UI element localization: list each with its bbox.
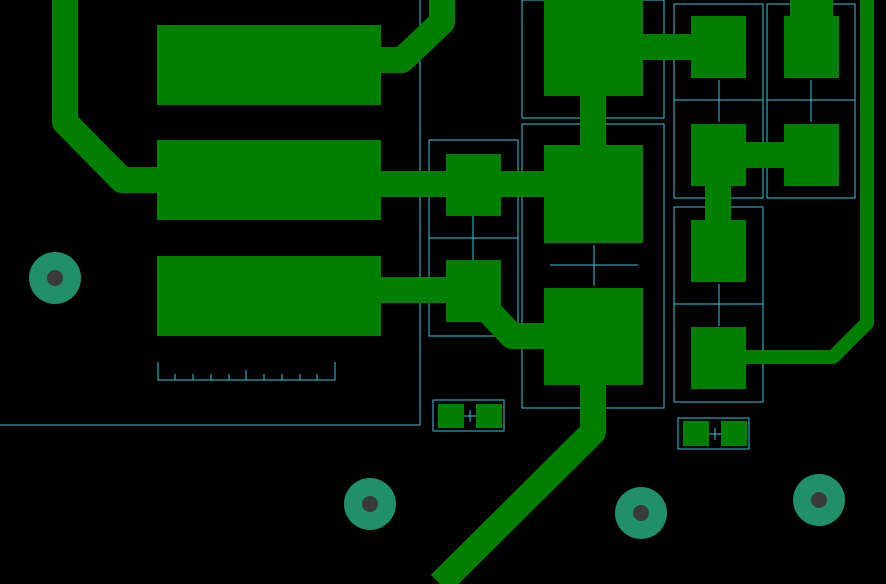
- trace-right-edge[interactable]: [730, 0, 874, 364]
- small-2-pad-1[interactable]: [683, 421, 709, 446]
- connector-pad-2[interactable]: [157, 140, 381, 220]
- connector-pad-1[interactable]: [157, 25, 381, 105]
- small-2-pad-2[interactable]: [721, 421, 747, 446]
- via-icon[interactable]: [29, 252, 81, 304]
- trace-top-pad[interactable]: [370, 0, 455, 73]
- c3-pad-2[interactable]: [691, 327, 746, 389]
- component-outline-small-2[interactable]: [677, 417, 750, 450]
- board-edge: [0, 0, 421, 426]
- c2-pad-2[interactable]: [784, 124, 839, 186]
- u1-pad-1[interactable]: [544, 145, 643, 243]
- r1-pad-1[interactable]: [446, 154, 501, 216]
- c1-pad-2[interactable]: [691, 124, 746, 186]
- small-1-pad-2[interactable]: [476, 404, 502, 428]
- c2-pad-1[interactable]: [784, 16, 839, 78]
- u1-pad-2[interactable]: [544, 288, 643, 385]
- small-1-pad-1[interactable]: [438, 404, 464, 428]
- copper-traces[interactable]: [52, 0, 874, 584]
- connector-ruler-ticks: [174, 370, 318, 380]
- c3-pad-1[interactable]: [691, 220, 746, 282]
- copper-pads[interactable]: [157, 0, 839, 446]
- connector-pad-3[interactable]: [157, 256, 381, 336]
- trace-diagonal-down[interactable]: [430, 360, 606, 584]
- vias[interactable]: [29, 252, 845, 539]
- trace-left-loop[interactable]: [52, 0, 175, 193]
- u1-pad-top[interactable]: [544, 0, 643, 96]
- c2-pad-top[interactable]: [790, 0, 833, 20]
- c1-pad-1[interactable]: [691, 16, 746, 78]
- via-icon[interactable]: [793, 474, 845, 526]
- component-outline-small-1[interactable]: [432, 399, 505, 432]
- via-icon[interactable]: [615, 487, 667, 539]
- r1-pad-2[interactable]: [446, 260, 501, 322]
- component-origin-markers: [464, 410, 721, 440]
- via-icon[interactable]: [344, 478, 396, 530]
